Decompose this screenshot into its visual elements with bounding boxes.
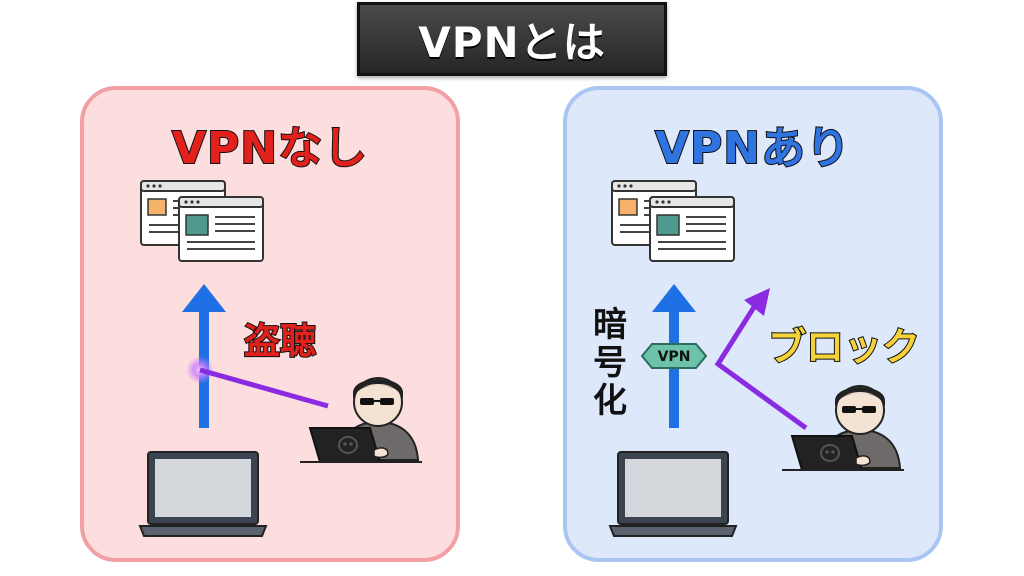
panel-heading-with-vpn: VPNあり [654, 122, 852, 175]
eavesdrop-label: 盗聴 [243, 320, 317, 363]
encryption-label: 暗 号 化 [590, 306, 630, 420]
laptop-icon [609, 451, 737, 537]
eavesdrop-line [186, 356, 329, 409]
browser-windows-icon [612, 181, 734, 261]
browser-windows-icon [141, 181, 263, 261]
upload-arrow [182, 284, 226, 428]
vpn-badge: VPN [640, 343, 708, 369]
blocked-line [714, 288, 808, 431]
hacker-icon [299, 377, 423, 463]
page-title: VPNとは [418, 17, 606, 67]
block-label: ブロック [767, 324, 921, 370]
encryption-char: 号 [593, 343, 627, 383]
title-banner: VPNとは [357, 2, 667, 76]
panel-heading-without-vpn: VPNなし [171, 122, 369, 175]
encryption-char: 化 [593, 381, 627, 421]
vpn-badge-label: VPN [658, 349, 691, 365]
hacker-icon [781, 385, 905, 471]
panel-without-vpn: VPNなし [80, 86, 460, 562]
laptop-icon [139, 451, 267, 537]
encryption-char: 暗 [593, 305, 627, 345]
